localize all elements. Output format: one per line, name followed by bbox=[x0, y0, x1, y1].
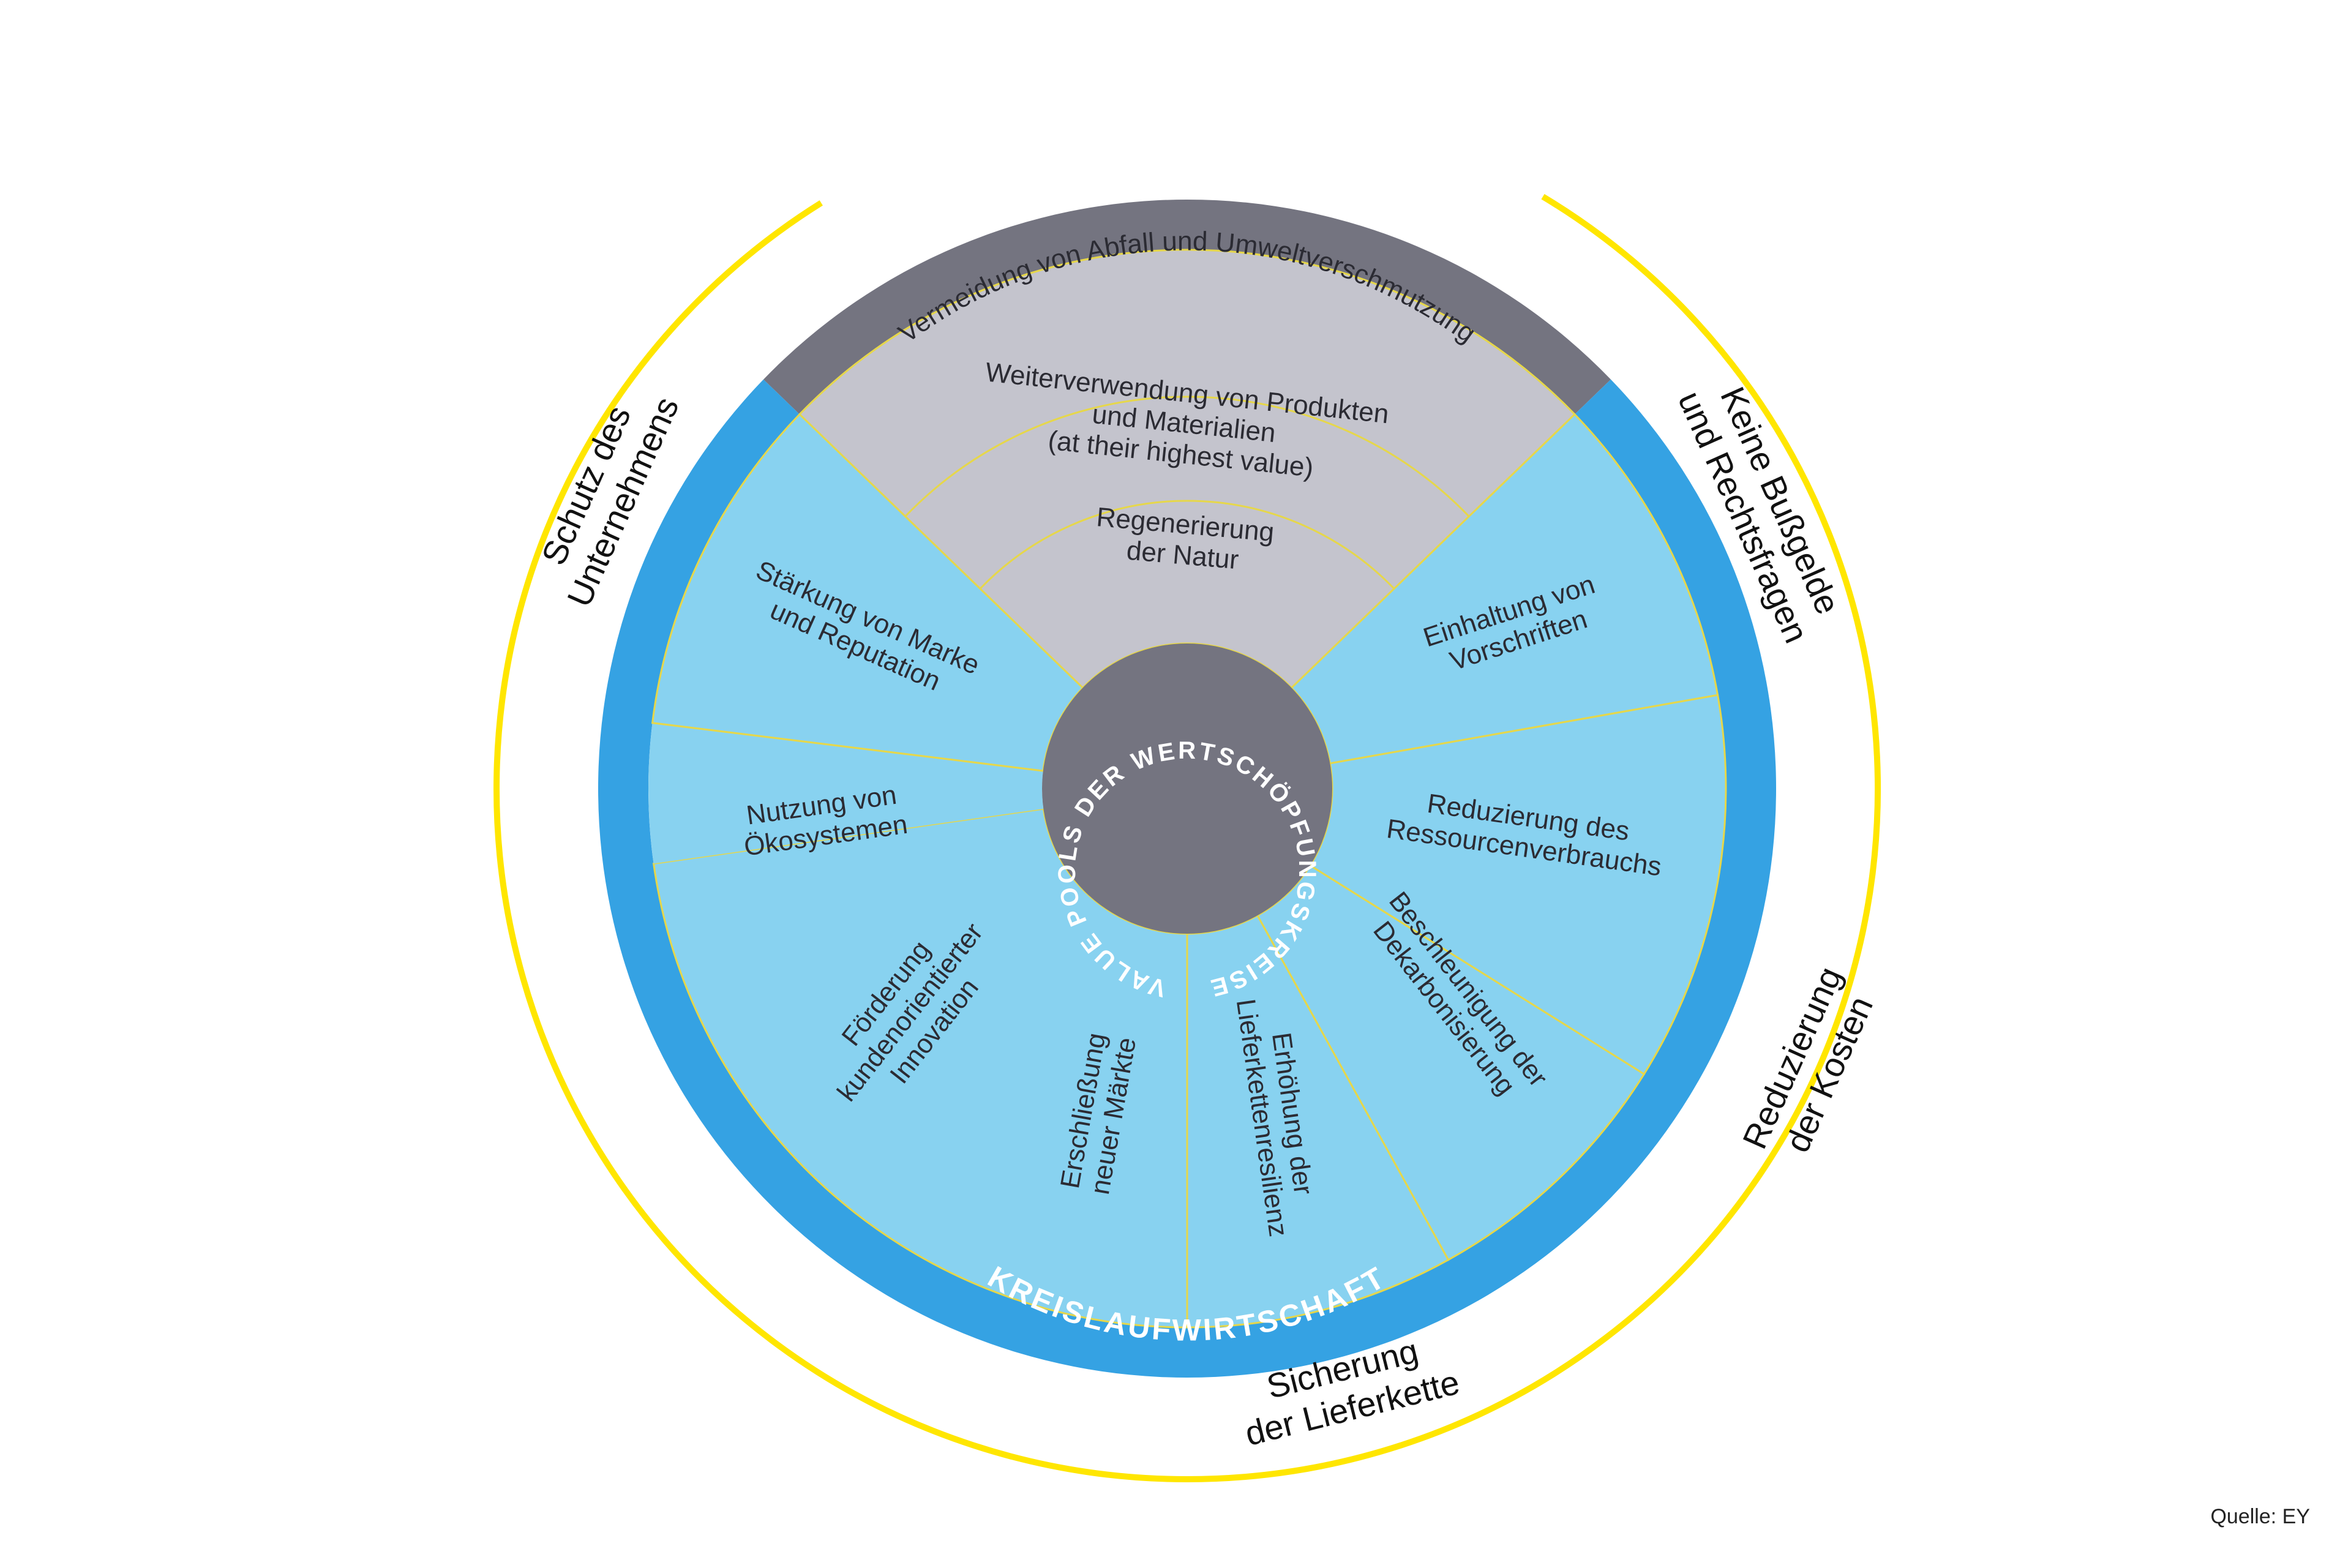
yellow-arc-left bbox=[493, 200, 1188, 1482]
yellow-arc-right bbox=[1187, 193, 1881, 1482]
center-hub bbox=[1042, 643, 1332, 934]
segment-maerkte bbox=[652, 808, 1188, 1329]
principles-ring-label-path: KREISLAUFPRINZIPIEN BEFOLGEN bbox=[901, 0, 1471, 111]
benefit-text-lower-right: Reduzierungder Kosten bbox=[1735, 961, 1886, 1171]
benefit-label-lower-right: Reduzierungder Kosten bbox=[1735, 961, 1886, 1171]
source-note: Quelle: EY bbox=[2210, 1505, 2310, 1528]
outer-benefit-arc-group bbox=[493, 193, 1881, 1482]
principles-ring bbox=[763, 199, 1611, 415]
principles-ring-label: KREISLAUFPRINZIPIEN BEFOLGEN bbox=[901, 0, 1474, 111]
circular-economy-ring bbox=[598, 379, 1777, 1378]
principles-divider-arc bbox=[904, 396, 1470, 517]
segment-oekosysteme bbox=[648, 722, 1044, 864]
segment-divider bbox=[652, 722, 1043, 772]
principles-divider-arc bbox=[979, 500, 1395, 590]
